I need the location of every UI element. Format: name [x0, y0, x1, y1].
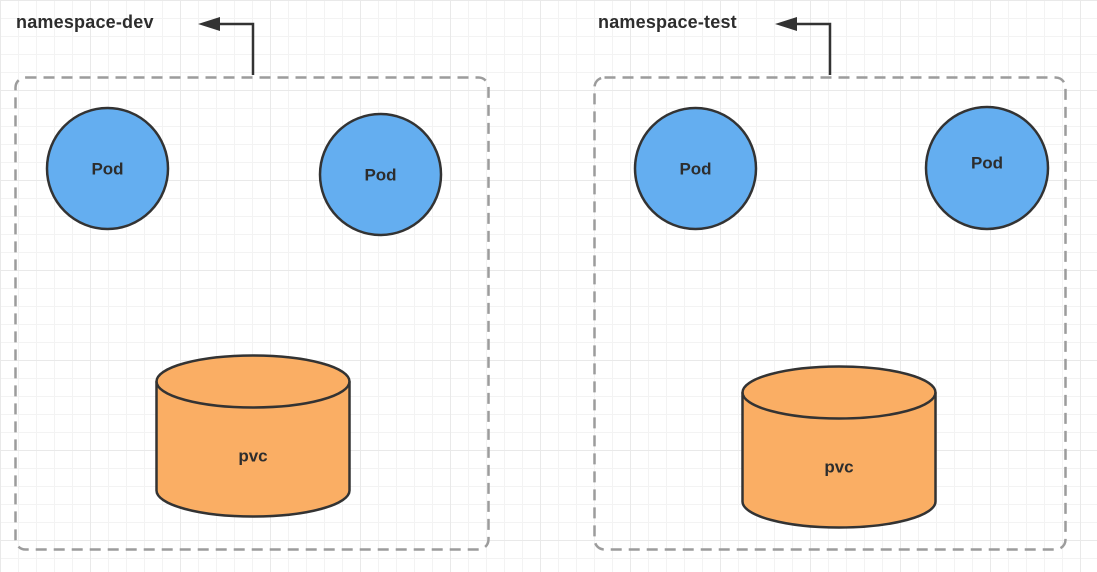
pod-circle — [633, 106, 758, 231]
pvc-cylinder-rim — [741, 392, 937, 420]
namespace-test-box[interactable] — [593, 76, 1067, 551]
pvc-cylinder-rim — [155, 381, 351, 409]
namespace-test-box-border — [593, 76, 1067, 551]
pod-label: Pod — [364, 166, 396, 185]
pvc-cylinder-body — [741, 365, 937, 529]
pod-circle — [318, 112, 443, 237]
namespace-test-arrow[interactable] — [773, 15, 835, 77]
namespace-dev-arrow[interactable] — [196, 15, 258, 77]
pod-node[interactable]: Pod — [318, 112, 443, 237]
pod-label: Pod — [971, 154, 1003, 173]
pod-circle — [924, 105, 1050, 231]
arrow-line — [797, 22, 832, 75]
pod-label: Pod — [91, 160, 123, 179]
pod-node[interactable]: Pod — [45, 106, 170, 231]
pod-node[interactable]: Pod — [924, 105, 1050, 231]
pvc-label: pvc — [824, 458, 853, 477]
pod-label: Pod — [679, 160, 711, 179]
namespace-test-label[interactable]: namespace-test — [598, 12, 737, 32]
arrow-head-icon — [775, 17, 797, 31]
arrow-line — [220, 22, 255, 75]
pvc-cylinder[interactable]: pvc — [741, 365, 937, 529]
namespace-dev-box-border — [14, 76, 490, 551]
pod-node[interactable]: Pod — [633, 106, 758, 231]
namespace-dev-box[interactable] — [14, 76, 490, 551]
pvc-cylinder-body — [155, 354, 351, 518]
namespace-dev-label[interactable]: namespace-dev — [16, 12, 154, 32]
pvc-label: pvc — [238, 447, 267, 466]
pvc-cylinder[interactable]: pvc — [155, 354, 351, 518]
arrow-head-icon — [198, 17, 220, 31]
pod-circle — [45, 106, 170, 231]
